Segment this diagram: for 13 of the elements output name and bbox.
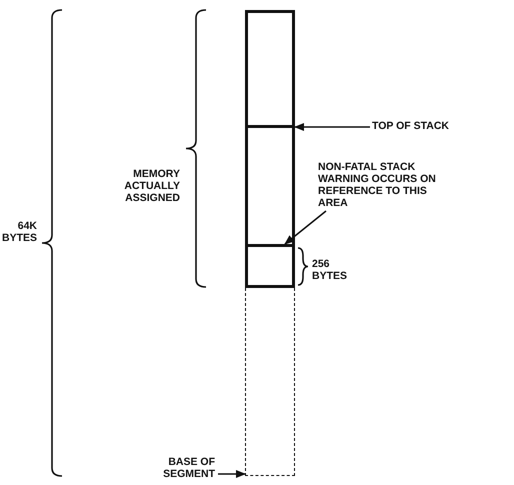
leader-arrow [218,470,246,478]
unassigned-segment [245,288,295,476]
dimension-label: 256 BYTES [312,258,348,282]
leader-arrow [294,123,370,131]
stack-region [245,125,295,247]
dimension-label: MEMORY ACTUALLY ASSIGNED [123,168,180,204]
memory-block [245,10,295,128]
callout-text: TOP OF STACK [372,120,492,132]
leader-arrow [284,210,326,245]
callout-text: NON-FATAL STACK WARNING OCCURS ON REFERENCE TO THIS AREA [318,161,448,209]
dimension-label: 64K BYTES [0,220,37,244]
callout-text: BASE OF SEGMENT [150,456,215,480]
warning-area [245,244,295,288]
